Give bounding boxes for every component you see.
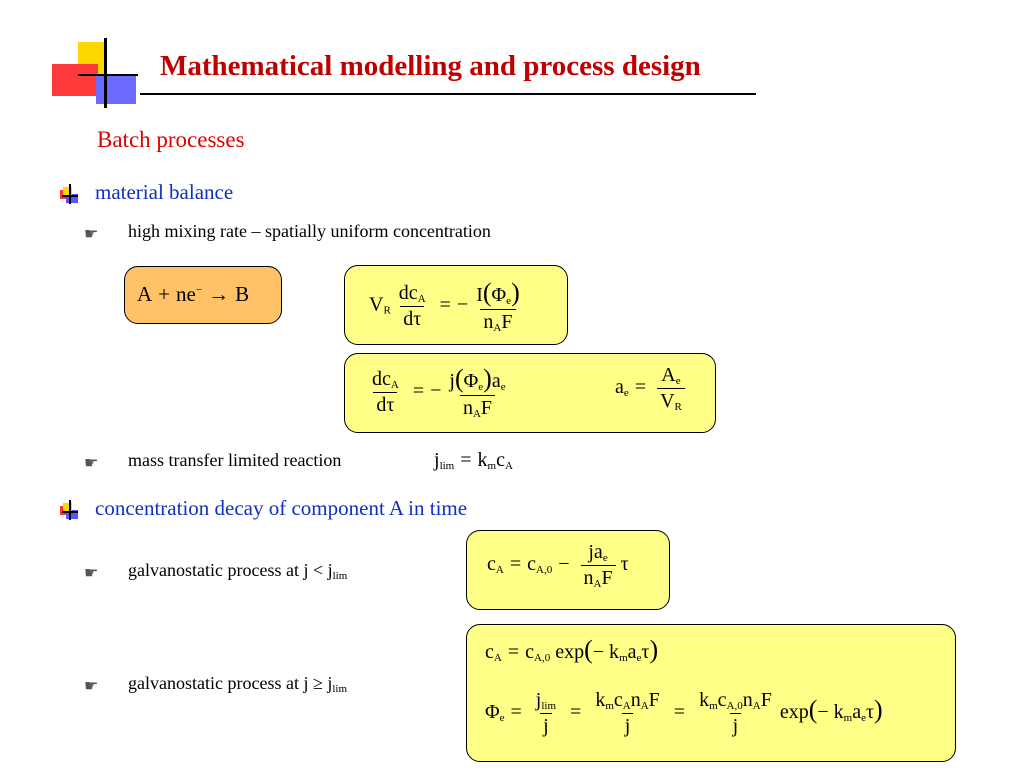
reaction-box: A+ne−→B (124, 266, 282, 324)
bullet-icon (60, 184, 80, 204)
page-title: Mathematical modelling and process desig… (160, 50, 701, 82)
pointing-hand-icon: ☛ (84, 676, 99, 695)
limiting-current-equation: jlim=kmcA (434, 449, 513, 472)
pointing-hand-icon: ☛ (84, 563, 99, 582)
pointing-hand-icon: ☛ (84, 453, 99, 472)
section-concentration-decay: concentration decay of component A in ti… (95, 496, 468, 520)
reaction-equation: A+ne−→B (137, 282, 250, 306)
bullet-galvanostatic-below: galvanostatic process at j < jlim (128, 560, 348, 582)
section-material-balance: material balance (95, 180, 234, 204)
title-divider (140, 93, 756, 95)
subtitle: Batch processes (97, 127, 245, 152)
pointing-hand-icon: ☛ (84, 224, 99, 243)
bullet-mass-transfer: mass transfer limited reaction (128, 450, 342, 470)
exponential-decay-equation: cA=cA,0 exp(− kmaeτ) (485, 635, 659, 664)
bullet-mixing-rate: high mixing rate – spatially uniform con… (128, 221, 491, 241)
bullet-galvanostatic-above: galvanostatic process at j ≥ jlim (128, 673, 347, 695)
bullet-icon (60, 500, 80, 520)
